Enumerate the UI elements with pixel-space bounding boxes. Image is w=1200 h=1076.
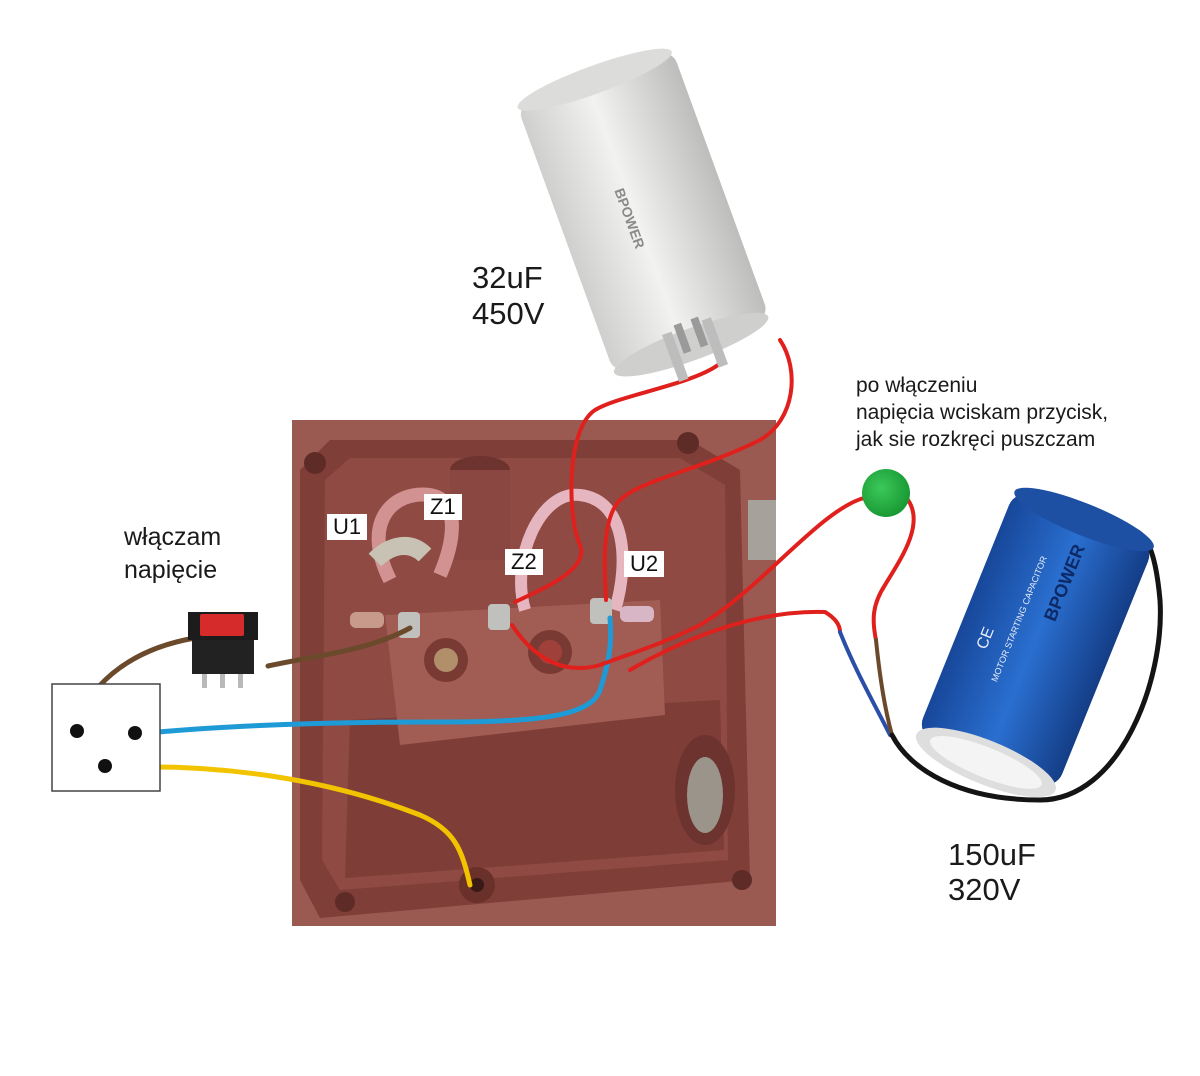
- socket-contact-neutral: [128, 726, 142, 740]
- wires: [74, 338, 1163, 888]
- wire-red-runcap-z2: [513, 363, 720, 604]
- motor-terminal-box: [292, 420, 776, 926]
- start-capacitor: BPOWER MOTOR STARTING CAPACITOR CE: [915, 487, 1154, 798]
- terminal-label-z1: Z1: [424, 494, 462, 520]
- run-capacitor: BPOWER: [517, 48, 769, 382]
- terminal-label-u2: U2: [624, 551, 665, 577]
- wire-red-button-startcap: [871, 498, 916, 642]
- startcap-black-loop: [889, 525, 1163, 803]
- startcap-lead-brown: [874, 638, 894, 737]
- power-socket: [51, 683, 161, 792]
- wire-red-z2-button: [510, 496, 866, 671]
- terminal-studs: [350, 598, 654, 638]
- wire-red-u2-startcap: [628, 609, 842, 672]
- wire-blue-socket-u2: [133, 615, 614, 737]
- button-note-line1: po włączeniu: [856, 374, 978, 397]
- wire-brown-switch-u1: [265, 625, 413, 669]
- switch-note-line2: napięcie: [124, 556, 218, 584]
- run-capacitor-value: 32uF: [472, 260, 543, 295]
- wire-yellow-ground: [102, 764, 473, 888]
- button-note-line3: jak sie rozkręci puszczam: [856, 428, 1096, 451]
- socket-contact-ground: [98, 759, 112, 773]
- socket-contact-live: [70, 724, 84, 738]
- switch-note-line1: włączam: [124, 523, 222, 551]
- start-push-button[interactable]: [862, 469, 910, 517]
- terminal-label-z2: Z2: [505, 549, 543, 575]
- startcap-lead-blue: [838, 630, 892, 737]
- start-capacitor-value: 150uF: [948, 837, 1036, 872]
- rocker-switch[interactable]: [188, 612, 258, 688]
- terminal-label-u1: U1: [327, 514, 368, 540]
- start-capacitor-voltage: 320V: [948, 872, 1021, 907]
- button-note-line2: napięcia wciskam przycisk,: [856, 401, 1109, 424]
- wire-red-runcap-u2: [602, 338, 794, 602]
- run-capacitor-voltage: 450V: [472, 296, 545, 331]
